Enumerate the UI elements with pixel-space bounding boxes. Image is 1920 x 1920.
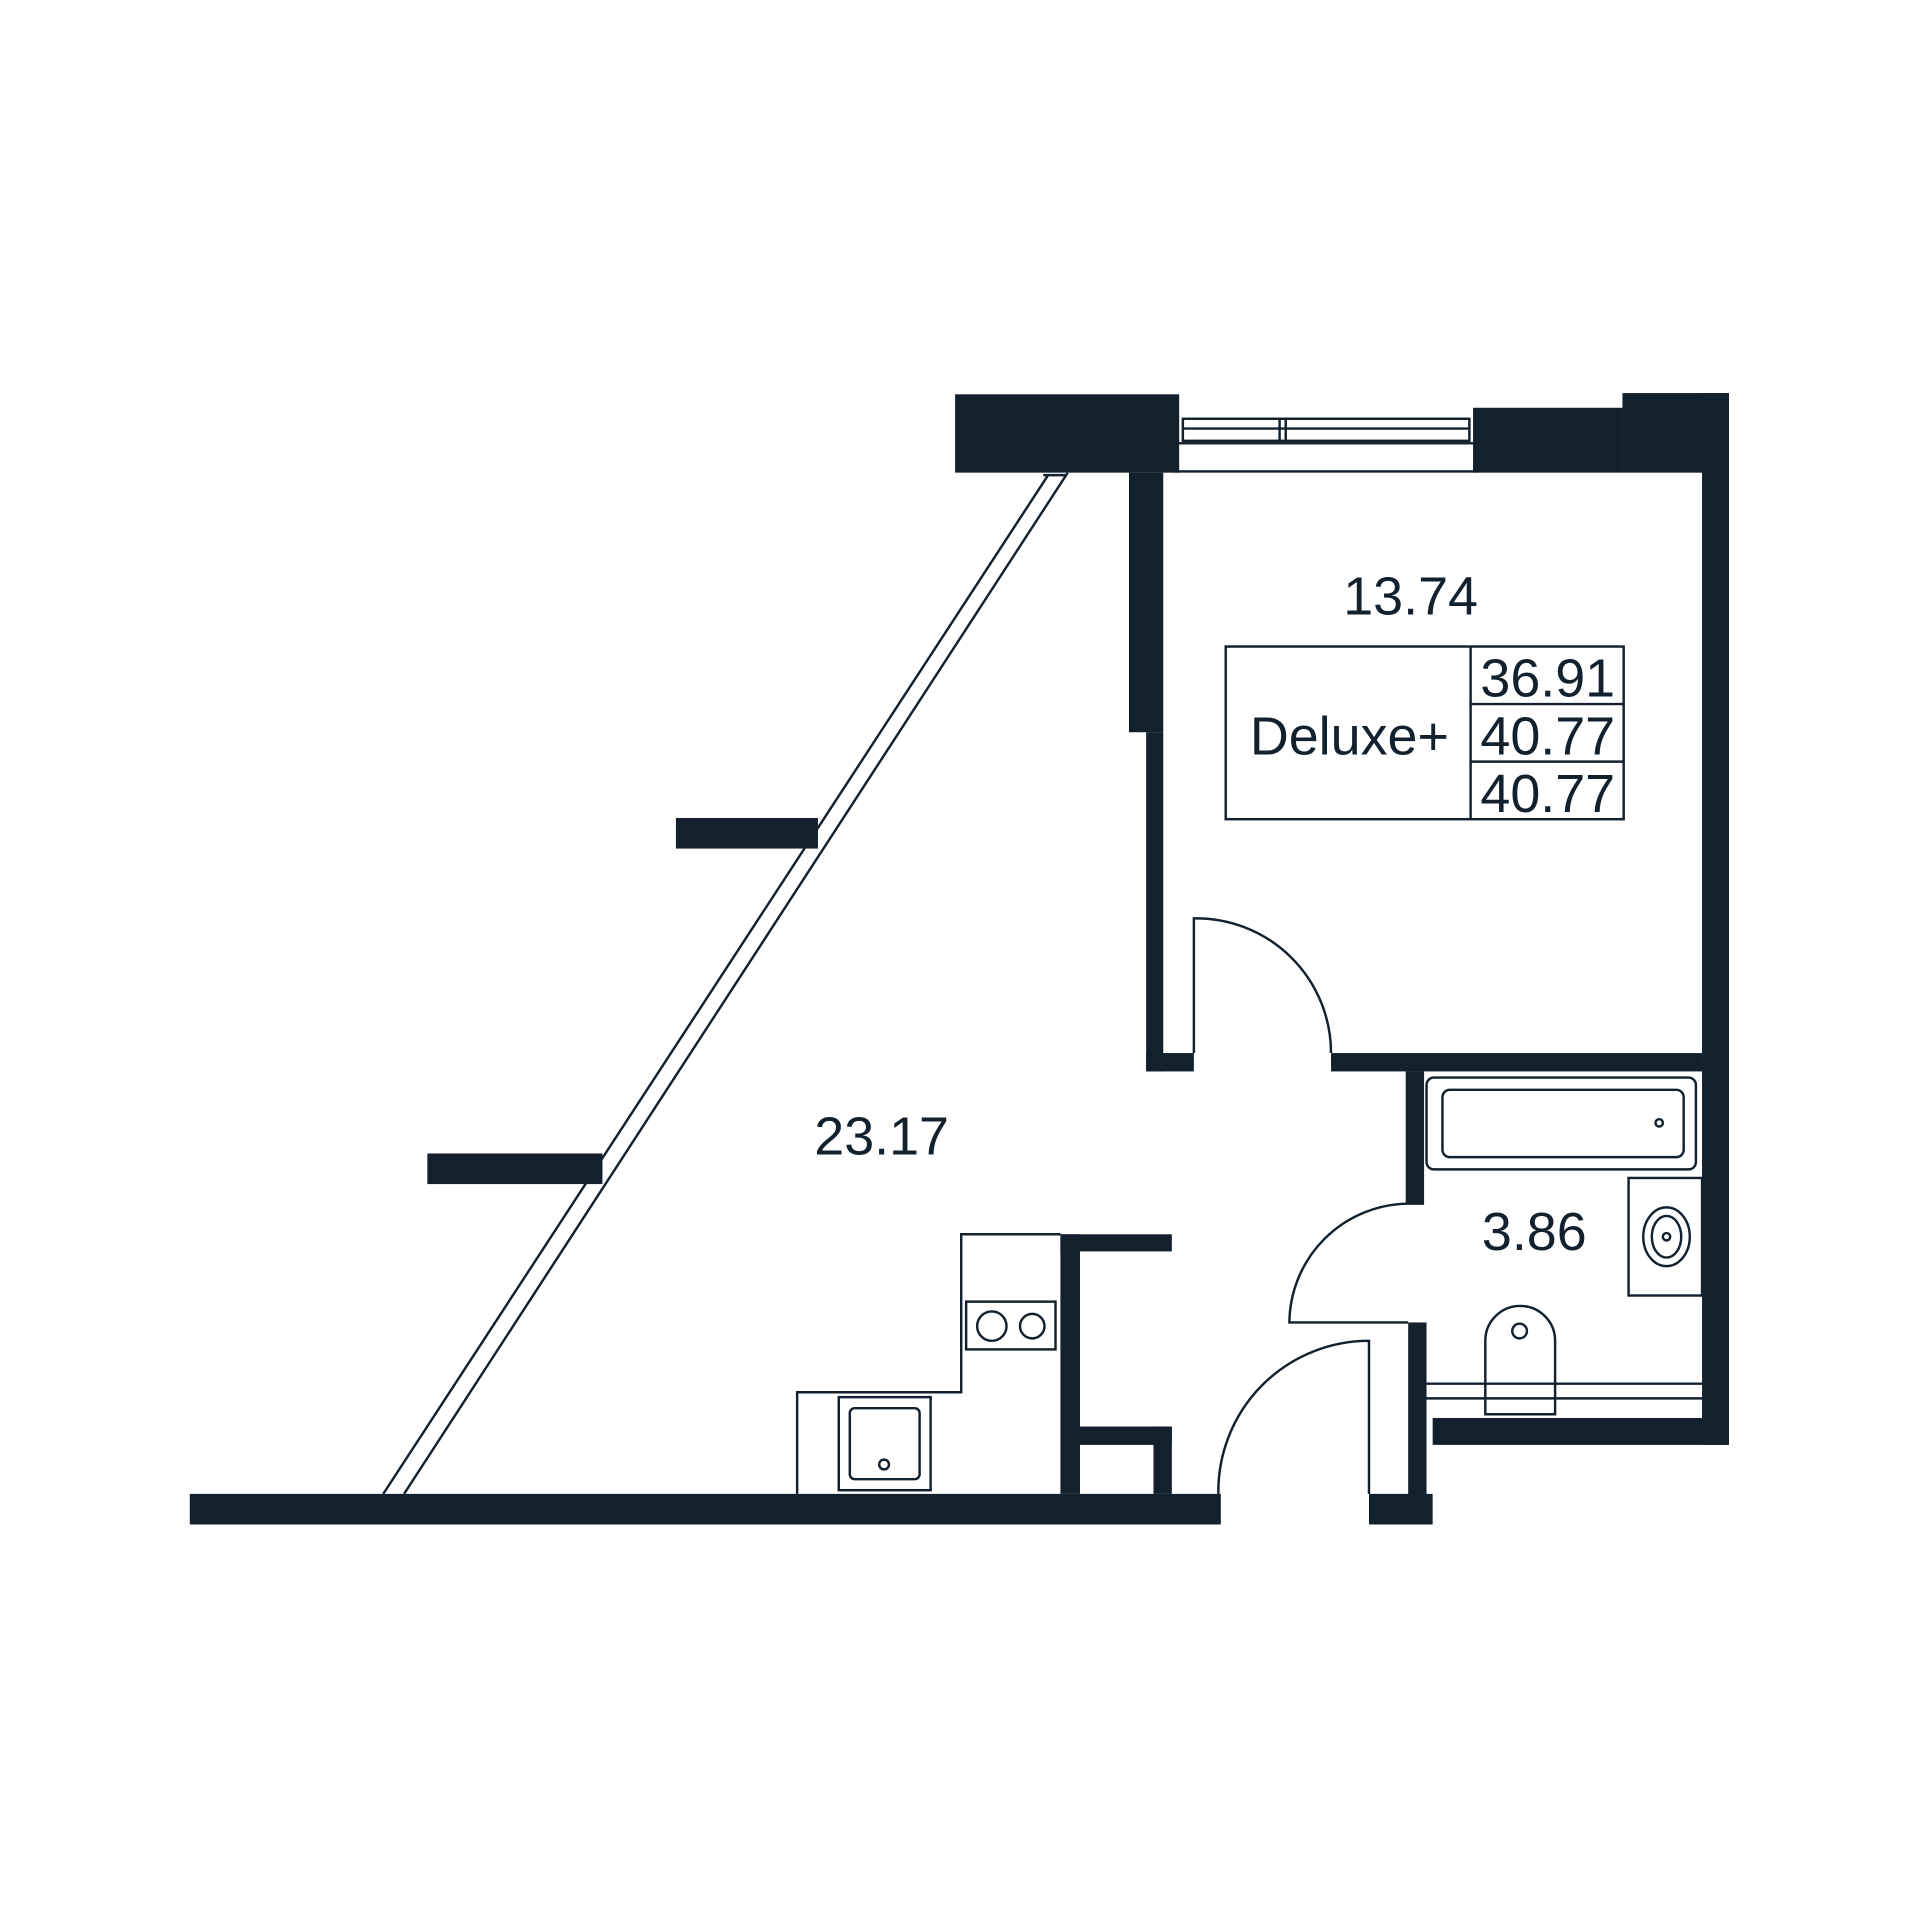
summary-table: Deluxe+ 36.91 40.77 40.77 [1224,645,1625,824]
area-living-total: 36.91 [1480,649,1615,709]
balcony-stub-lower [427,1153,603,1185]
room-area-living: 23.17 [814,1107,949,1167]
door-bathroom [1288,1202,1425,1324]
area-total-with-balcony: 40.77 [1480,764,1615,824]
wall-kitchen-partition [1060,1234,1080,1494]
kitchen-fixtures [795,1233,1061,1494]
wall-top-right [1473,407,1623,473]
wall-bath-left-upper [1405,1071,1425,1204]
wall-bedroom-left-upper [1128,472,1164,733]
kitchen-sink [837,1395,932,1492]
cooktop [964,1300,1057,1351]
room-area-bedroom: 13.74 [1343,567,1478,627]
balcony-stub-upper [675,817,818,849]
wall-bath-left-lower [1408,1322,1427,1525]
door-entrance [1217,1339,1371,1494]
wall-top-left [955,394,1180,473]
wall-bedroom-left-lower [1146,732,1164,1072]
wall-niche-side [1153,1426,1172,1494]
wall-right [1702,393,1729,1445]
wall-bath-bottom [1432,1417,1729,1445]
bathtub [1425,1076,1698,1171]
panoramic-glazing [382,471,1069,1495]
kitchen-counter [795,1233,1061,1494]
room-area-bathroom: 3.86 [1482,1202,1587,1262]
wall-niche-top [1080,1426,1172,1445]
wall-bedroom-door-jamb [1146,1053,1194,1072]
area-total: 40.77 [1480,706,1615,766]
toilet [1484,1304,1557,1416]
apartment-type: Deluxe+ [1250,706,1449,766]
door-bedroom [1192,917,1333,1054]
wall-kitchen-top [1060,1234,1172,1252]
walls [189,393,1729,1525]
wall-bottom [189,1493,1221,1525]
bathroom-fixtures [1424,1076,1704,1416]
doors [1192,917,1425,1494]
window [1174,417,1477,473]
wall-entry-right [1368,1493,1433,1525]
washbasin [1627,1176,1704,1297]
wall-bedroom-bottom [1331,1053,1703,1072]
